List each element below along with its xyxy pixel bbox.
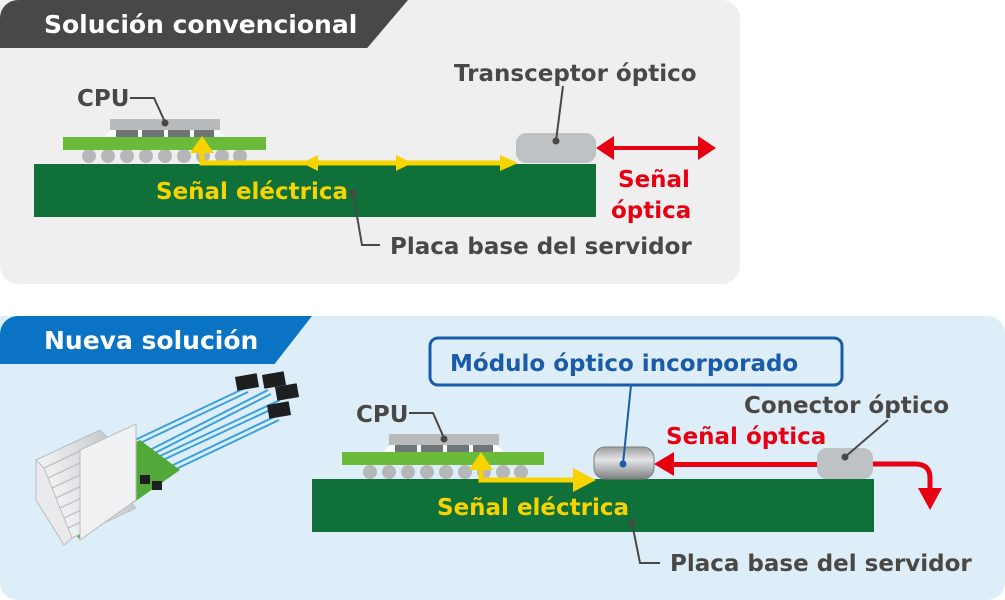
optical-signal-arrow	[654, 452, 942, 510]
cpu-label: CPU	[356, 402, 408, 428]
module-callout-box	[428, 336, 844, 387]
motherboard-leader-line	[631, 522, 660, 564]
motherboard-board	[312, 479, 874, 532]
module-callout-label: Módulo óptico incorporado	[450, 351, 798, 377]
conventional-diagram: CPU Señal eléctrica Transceptor óptico S…	[34, 61, 716, 260]
electrical-signal-label: Señal eléctrica	[156, 179, 348, 205]
motherboard-label: Placa base del servidor	[390, 234, 692, 260]
module-leader-line	[622, 384, 632, 465]
cpu-substrate	[342, 452, 544, 465]
cpu-substrate	[63, 137, 266, 150]
motherboard-leader-line	[352, 192, 380, 246]
solder-balls	[82, 149, 247, 163]
cpu-leader-line	[130, 97, 166, 123]
electrical-signal-arrow	[190, 136, 518, 171]
connector-label: Conector óptico	[744, 393, 949, 419]
optical-signal-label-line1: Señal	[618, 167, 690, 193]
optical-connector	[817, 448, 873, 479]
connector-leader-line	[844, 419, 889, 458]
cpu-leader-line	[409, 412, 445, 439]
new-solution-diagram: CPU Señal eléctrica Módulo óptico incorp…	[312, 336, 972, 577]
motherboard-board	[34, 164, 596, 217]
transceiver-leader-line	[555, 85, 564, 142]
optical-signal-label-line2: óptica	[611, 198, 691, 224]
solder-balls	[363, 465, 528, 479]
electrical-signal-arrow	[469, 452, 596, 492]
transceiver-label: Transceptor óptico	[454, 61, 697, 87]
optical-transceiver	[516, 133, 596, 163]
motherboard-label: Placa base del servidor	[670, 551, 972, 577]
optical-module-product-image	[35, 371, 300, 546]
new-solution-title: Nueva solución	[0, 316, 312, 364]
electrical-signal-label: Señal eléctrica	[437, 495, 629, 521]
optical-signal-label: Señal óptica	[666, 424, 826, 450]
optical-signal-arrow	[596, 136, 716, 160]
cpu-label: CPU	[77, 86, 129, 112]
conventional-solution-title: Solución convencional	[0, 0, 408, 48]
